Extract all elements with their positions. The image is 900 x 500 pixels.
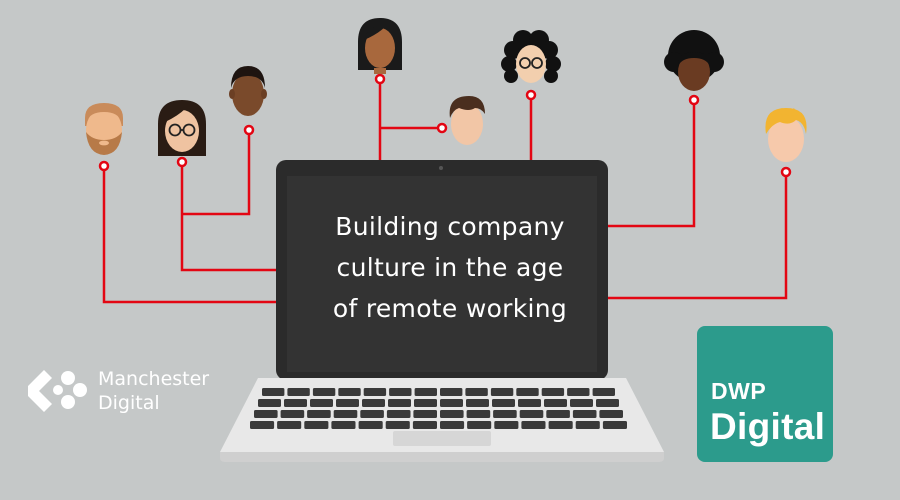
keyboard-key <box>567 388 590 396</box>
keyboard-key <box>493 410 517 418</box>
keyboard-key <box>277 421 302 429</box>
headline: Building company culture in the age of r… <box>300 206 600 329</box>
keyboard-key <box>465 388 488 396</box>
keyboard-key <box>363 388 387 396</box>
manchester-digital-logo-icon <box>28 370 87 412</box>
keyboard-key <box>336 399 359 407</box>
keyboard-key <box>388 399 411 407</box>
keyboard-key <box>385 421 410 429</box>
keyboard-key <box>312 388 336 396</box>
keyboard-key <box>360 410 384 418</box>
keyboard-key <box>602 421 627 429</box>
dwp-digital-logo: DWP Digital <box>697 326 833 462</box>
woman-with-glasses-avatar-icon <box>158 100 206 156</box>
keyboard-key <box>519 410 544 418</box>
keyboard-key <box>440 410 464 418</box>
keyboard-key <box>518 399 541 407</box>
keyboard-key <box>548 421 573 429</box>
headline-line-1: Building company <box>335 212 565 241</box>
keyboard-key <box>521 421 546 429</box>
woman-dark-hair-avatar-icon <box>358 18 402 74</box>
dwp-digital-line-1: DWP <box>711 378 767 404</box>
keyboard-key <box>358 421 383 429</box>
keyboard-key <box>546 410 570 418</box>
keyboard-key <box>254 410 278 418</box>
keyboard-key <box>490 388 514 396</box>
man-afro-avatar-icon <box>664 30 724 91</box>
keyboard-key <box>413 410 437 418</box>
keyboard-key <box>572 410 597 418</box>
keyboard-key <box>304 421 329 429</box>
manchester-digital-line-2: Digital <box>98 392 160 414</box>
keyboard-key <box>440 421 465 429</box>
keyboard-key <box>412 421 437 429</box>
man-dark-skin-avatar-icon <box>229 66 267 116</box>
keyboard-key <box>414 388 437 396</box>
headline-line-3: of remote working <box>332 294 568 323</box>
keyboard-key <box>592 388 615 396</box>
keyboard-key <box>467 421 492 429</box>
manchester-digital-line-1: Manchester <box>98 368 210 390</box>
keyboard-key <box>440 399 463 407</box>
keyboard-key <box>440 388 463 396</box>
headline-line-2: culture in the age <box>336 253 564 282</box>
keyboard-key <box>333 410 358 418</box>
keyboard-key <box>389 388 412 396</box>
man-blond-hair-avatar-icon <box>765 108 807 162</box>
bearded-man-avatar-icon <box>85 103 123 155</box>
keyboard-key <box>414 399 437 407</box>
keyboard-key <box>362 399 385 407</box>
woman-curly-hair-glasses-avatar-icon <box>501 30 561 83</box>
keyboard-key <box>596 399 619 407</box>
keyboard-key <box>541 388 565 396</box>
keyboard-key <box>466 410 491 418</box>
connector-nodes <box>98 73 792 178</box>
keyboard-key <box>575 421 600 429</box>
keyboard-key <box>287 388 310 396</box>
keyboard-key <box>262 388 285 396</box>
keyboard-key <box>338 388 361 396</box>
keyboard-key <box>516 388 539 396</box>
keyboard-key <box>284 399 307 407</box>
connector-lines <box>102 80 788 304</box>
man-brown-hair-avatar-icon <box>449 96 485 145</box>
keyboard-key <box>599 410 623 418</box>
keyboard-key <box>466 399 489 407</box>
keyboard-key <box>544 399 567 407</box>
keyboard-key <box>570 399 593 407</box>
keyboard-key <box>250 421 275 429</box>
laptop-keyboard <box>250 388 627 429</box>
keyboard-key <box>331 421 356 429</box>
keyboard-key <box>307 410 331 418</box>
keyboard-key <box>494 421 519 429</box>
manchester-digital-logo: Manchester Digital <box>24 366 209 416</box>
laptop <box>220 160 664 462</box>
keyboard-key <box>258 399 281 407</box>
dwp-digital-line-2: Digital <box>710 406 826 447</box>
keyboard-key <box>310 399 333 407</box>
keyboard-key <box>280 410 305 418</box>
keyboard-key <box>492 399 515 407</box>
keyboard-key <box>386 410 411 418</box>
